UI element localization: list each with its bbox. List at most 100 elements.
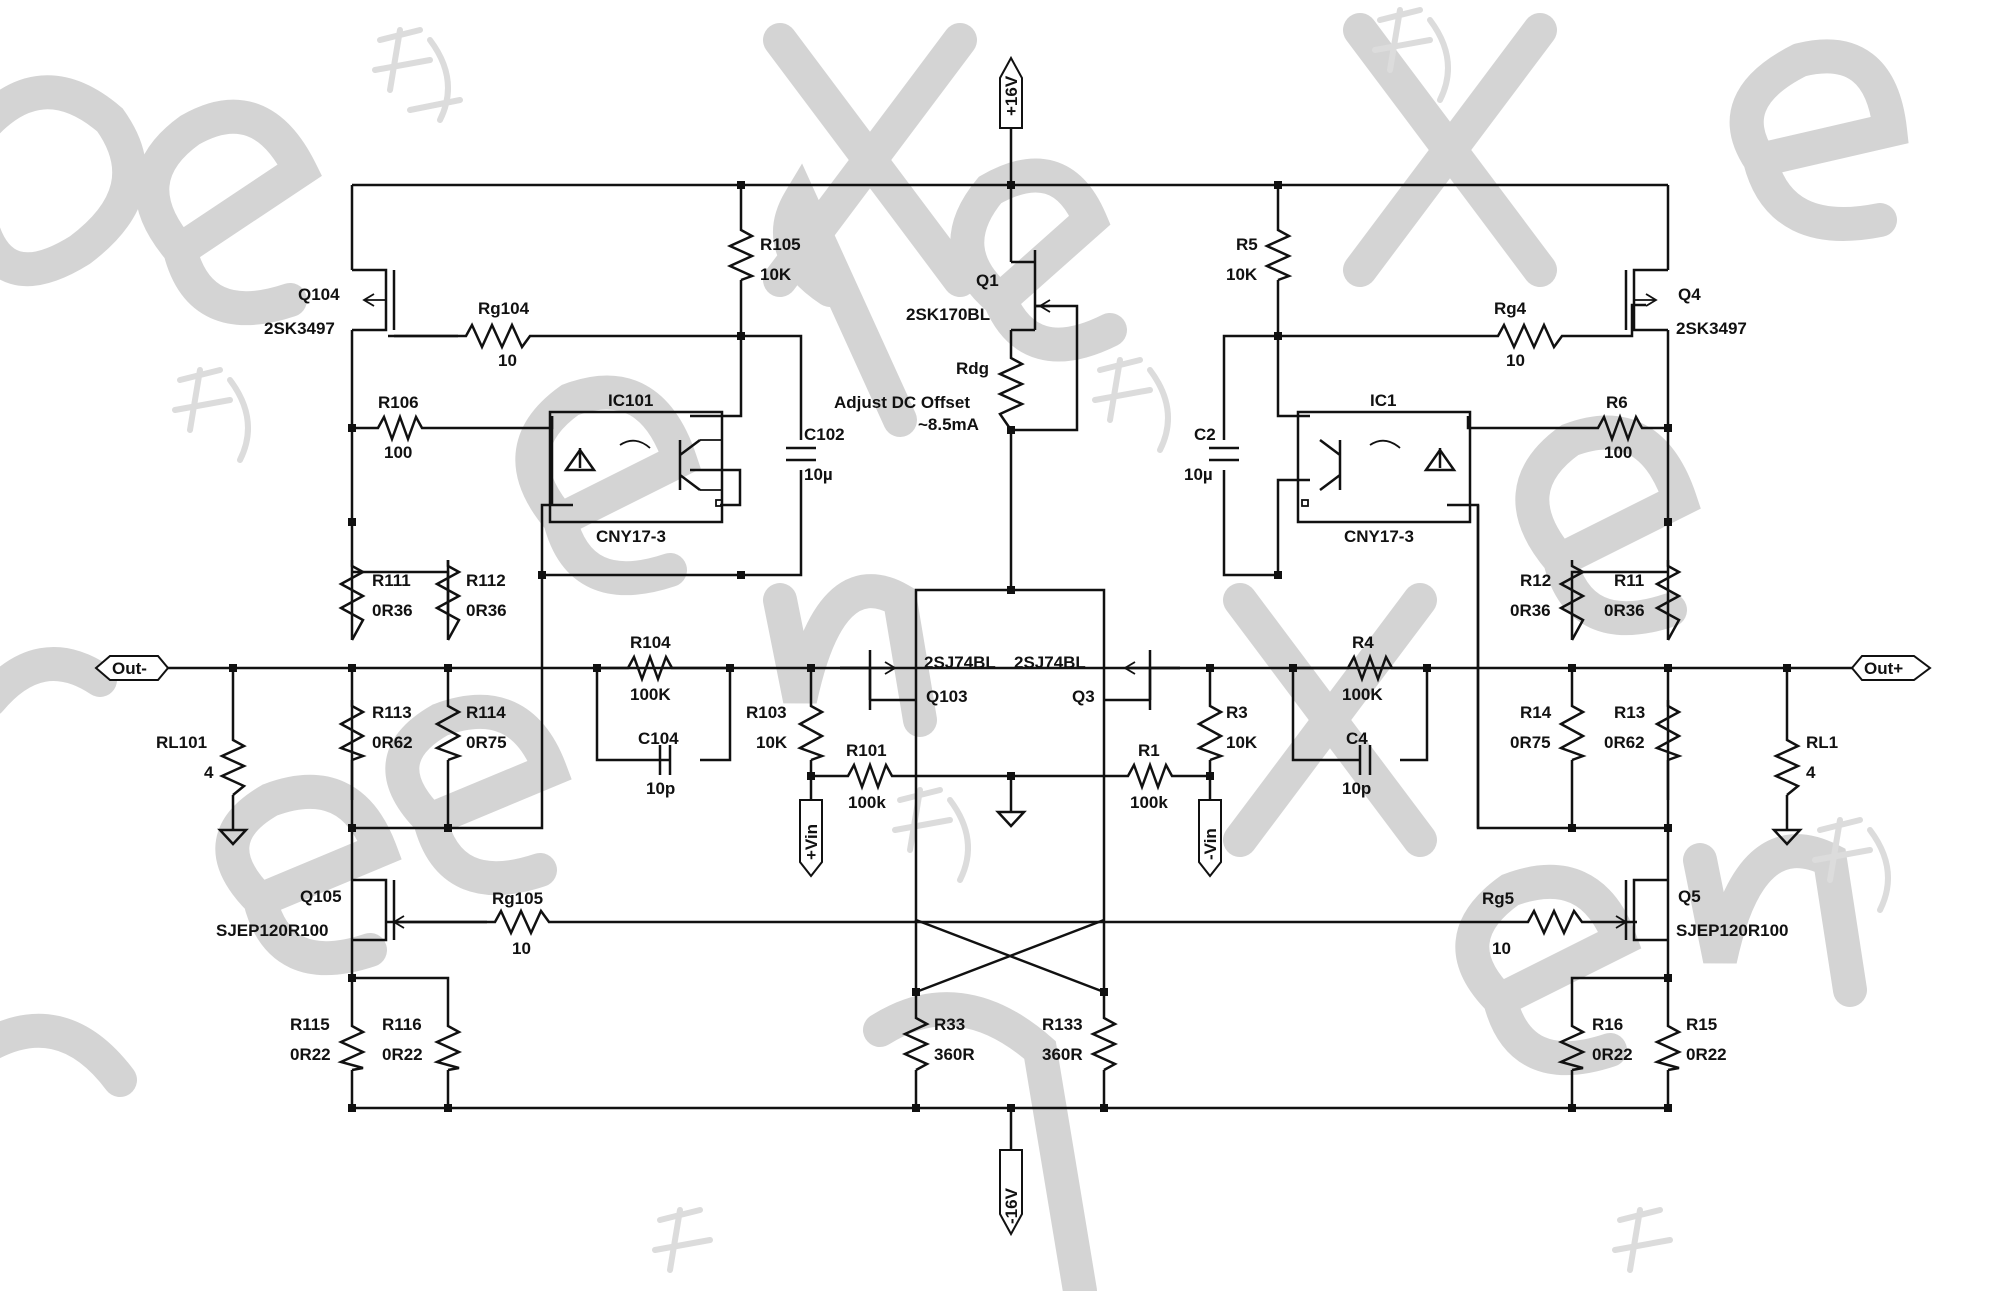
r4-value: 100K bbox=[1342, 685, 1383, 704]
rg4-ref: Rg4 bbox=[1494, 299, 1527, 318]
ic101-symbol bbox=[548, 410, 724, 524]
r1-value: 100k bbox=[1130, 793, 1168, 812]
q4-ref: Q4 bbox=[1678, 285, 1701, 304]
port-neg-supply: -16V bbox=[999, 1149, 1023, 1237]
q105-symbol bbox=[352, 878, 487, 942]
c104-ref: C104 bbox=[638, 729, 679, 748]
rdg-value: Adjust DC Offset bbox=[834, 393, 970, 412]
ic1-symbol bbox=[1296, 410, 1472, 524]
r105-ref: R105 bbox=[760, 235, 801, 254]
component-labels: Q104 2SK3497 Q4 2SK3497 Q1 2SK170BL R105… bbox=[156, 235, 1838, 1064]
pos-supply-label: +16V bbox=[1002, 75, 1021, 116]
r101-ref: R101 bbox=[846, 741, 887, 760]
resistor-symbols bbox=[218, 224, 1802, 1072]
q105-ref: Q105 bbox=[300, 887, 342, 906]
r112-ref: R112 bbox=[466, 571, 506, 590]
rl1-symbol bbox=[1772, 735, 1802, 796]
junction-dots bbox=[229, 181, 1791, 1112]
r116-value: 0R22 bbox=[382, 1045, 423, 1064]
r133-symbol bbox=[1089, 1012, 1119, 1072]
q104-ref: Q104 bbox=[298, 285, 340, 304]
r3-value: 10K bbox=[1226, 733, 1258, 752]
q3-symbol bbox=[1104, 650, 1180, 710]
q103-value: 2SJ74BL bbox=[924, 653, 996, 672]
ground-rl1 bbox=[1771, 828, 1803, 846]
q1-symbol bbox=[1011, 250, 1051, 332]
r116-symbol bbox=[433, 1020, 463, 1072]
q3-value: 2SJ74BL bbox=[1014, 653, 1086, 672]
r133-ref: R133 bbox=[1042, 1015, 1083, 1034]
ground-rl101 bbox=[217, 828, 249, 846]
r5-ref: R5 bbox=[1236, 235, 1258, 254]
rg5-ref: Rg5 bbox=[1482, 889, 1514, 908]
r6-symbol bbox=[1592, 413, 1648, 443]
rg104-symbol bbox=[458, 321, 538, 351]
r5-value: 10K bbox=[1226, 265, 1258, 284]
r1-symbol bbox=[1120, 761, 1180, 791]
rg4-value: 10 bbox=[1506, 351, 1525, 370]
r103-symbol bbox=[796, 700, 826, 762]
ground-symbols bbox=[217, 810, 1803, 846]
vin-pos-label: +Vin bbox=[802, 824, 821, 860]
rg105-ref: Rg105 bbox=[492, 889, 543, 908]
r33-symbol bbox=[901, 1012, 931, 1072]
r104-value: 100K bbox=[630, 685, 671, 704]
r101-value: 100k bbox=[848, 793, 886, 812]
q3-ref: Q3 bbox=[1072, 687, 1095, 706]
c4-ref: C4 bbox=[1346, 729, 1368, 748]
c2-symbol bbox=[1209, 446, 1239, 462]
r12-symbol bbox=[1558, 560, 1586, 641]
c2-value: 10µ bbox=[1184, 465, 1213, 484]
r3-symbol bbox=[1195, 700, 1225, 762]
ground-center bbox=[995, 810, 1027, 828]
q105-value: SJEP120R100 bbox=[216, 921, 328, 940]
r116-ref: R116 bbox=[382, 1015, 422, 1034]
q4-value: 2SK3497 bbox=[1676, 319, 1747, 338]
r113-value: 0R62 bbox=[372, 733, 413, 752]
q5-ref: Q5 bbox=[1678, 887, 1701, 906]
port-vin-neg[interactable]: -Vin bbox=[1198, 799, 1222, 878]
r11-symbol bbox=[1654, 560, 1682, 641]
port-pos-supply: +16V bbox=[999, 55, 1023, 129]
c4-value: 10p bbox=[1342, 779, 1371, 798]
r16-ref: R16 bbox=[1592, 1015, 1623, 1034]
r13-symbol bbox=[1653, 700, 1683, 762]
rl1-ref: RL1 bbox=[1806, 733, 1838, 752]
rg104-ref: Rg104 bbox=[478, 299, 530, 318]
r101-symbol bbox=[840, 761, 900, 791]
r12-ref: R12 bbox=[1520, 571, 1551, 590]
r33-ref: R33 bbox=[934, 1015, 965, 1034]
r133-value: 360R bbox=[1042, 1045, 1083, 1064]
r5-symbol bbox=[1263, 224, 1293, 282]
rg5-symbol bbox=[1520, 907, 1590, 937]
r13-value: 0R62 bbox=[1604, 733, 1645, 752]
r105-symbol bbox=[726, 224, 756, 282]
port-vin-pos[interactable]: +Vin bbox=[799, 799, 823, 878]
r114-ref: R114 bbox=[466, 703, 506, 722]
r4-symbol bbox=[1340, 653, 1400, 683]
rg105-symbol bbox=[487, 907, 557, 937]
port-out-pos[interactable]: Out+ bbox=[1850, 655, 1932, 681]
q4-symbol bbox=[1624, 268, 1668, 332]
rdg-symbol bbox=[996, 352, 1026, 431]
q5-value: SJEP120R100 bbox=[1676, 921, 1788, 940]
r113-ref: R113 bbox=[372, 703, 412, 722]
ic101-value: CNY17-3 bbox=[596, 527, 666, 546]
r15-ref: R15 bbox=[1686, 1015, 1717, 1034]
r103-ref: R103 bbox=[746, 703, 787, 722]
r111-value: 0R36 bbox=[372, 601, 413, 620]
port-out-neg[interactable]: Out- bbox=[94, 655, 170, 681]
r106-ref: R106 bbox=[378, 393, 419, 412]
r112-symbol bbox=[434, 560, 462, 641]
r112-value: 0R36 bbox=[466, 601, 507, 620]
c102-value: 10µ bbox=[804, 465, 833, 484]
r6-ref: R6 bbox=[1606, 393, 1628, 412]
ic1-value: CNY17-3 bbox=[1344, 527, 1414, 546]
rdg-note: ~8.5mA bbox=[918, 415, 979, 434]
r3-ref: R3 bbox=[1226, 703, 1248, 722]
c2-ref: C2 bbox=[1194, 425, 1216, 444]
r14-value: 0R75 bbox=[1510, 733, 1551, 752]
r33-value: 360R bbox=[934, 1045, 975, 1064]
r14-ref: R14 bbox=[1520, 703, 1552, 722]
